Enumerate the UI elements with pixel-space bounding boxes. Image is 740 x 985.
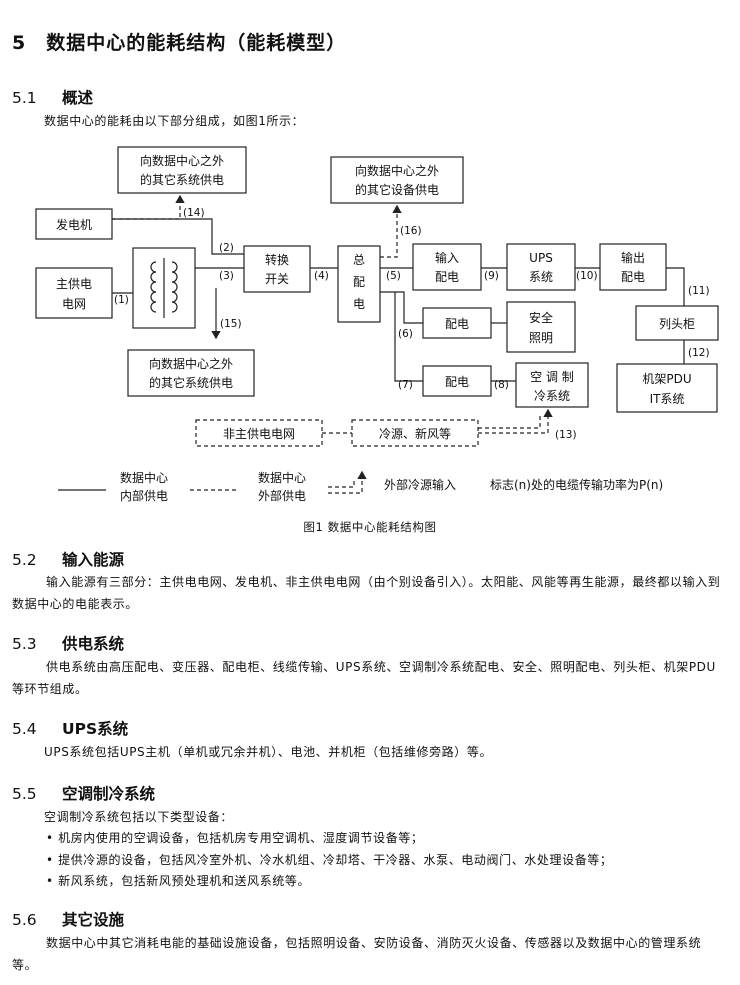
- ac-cooling-box: [515, 362, 589, 408]
- label-4: (4): [314, 270, 329, 282]
- transfer-switch-line1: 转换: [265, 252, 289, 267]
- label-5: (5): [386, 270, 401, 282]
- label-3: (3): [219, 270, 234, 282]
- label-1: (1): [114, 294, 129, 306]
- line-13-double: [478, 416, 541, 429]
- dist-2-label: 配电: [445, 375, 469, 389]
- non-main-grid-box: [195, 419, 323, 447]
- input-dist-line2: 配电: [435, 270, 459, 284]
- section-5-1-intro: 数据中心的能耗由以下部分组成，如图1所示：: [44, 114, 305, 128]
- line-13: [478, 408, 553, 434]
- column-cabinet-box: [635, 305, 719, 341]
- column-cabinet-label: 列头柜: [659, 317, 695, 331]
- line-7: [394, 292, 423, 382]
- safety-lighting-line1: 安全: [529, 310, 553, 325]
- legend-external-line1: 数据中心: [258, 470, 306, 485]
- label-7: (7): [398, 379, 413, 391]
- label-12: (12): [688, 347, 710, 359]
- label-9: (9): [484, 270, 499, 282]
- transformer-icon: [150, 258, 178, 318]
- legend-internal-line1: 数据中心: [120, 470, 168, 485]
- ups-line1: UPS: [529, 251, 553, 265]
- main-dist-line1: 总: [353, 253, 365, 267]
- input-distribution-box: [412, 243, 482, 291]
- label-15: (15): [220, 318, 242, 330]
- main-dist-line3: 电: [353, 297, 365, 311]
- non-main-grid-label: 非主供电电网: [223, 427, 295, 441]
- line-11: [666, 267, 685, 306]
- page-title: 5 数据中心的能耗结构（能耗模型）: [12, 32, 347, 54]
- list-item: 机房内使用的空调设备，包括机房专用空调机、湿度调节设备等；: [46, 828, 613, 850]
- legend-internal-line2: 内部供电: [120, 488, 168, 503]
- ext-supply-3-line1: 向数据中心之外: [149, 356, 233, 371]
- label-10: (10): [576, 270, 598, 282]
- legend-note: 标志(n)处的电缆传输功率为P(n): [490, 477, 663, 492]
- cooling-source-label: 冷源、新风等: [379, 426, 451, 441]
- ups-line2: 系统: [529, 270, 553, 284]
- generator-box: [35, 208, 113, 240]
- ext-supply-2-line2: 的其它设备供电: [355, 182, 439, 197]
- section-5-5-intro: 空调制冷系统包括以下类型设备：: [44, 810, 234, 824]
- legend-external-line2: 外部供电: [258, 488, 306, 503]
- energy-structure-diagram: 向数据中心之外 的其它系统供电 向数据中心之外 的其它设备供电 发电机 主供电 …: [35, 146, 719, 503]
- figure-caption: 图1 数据中心能耗结构图: [303, 520, 437, 534]
- external-supply-box-3: [127, 349, 255, 397]
- distribution-box-2: [422, 365, 492, 397]
- rack-pdu-line2: IT系统: [650, 392, 685, 406]
- section-5-4-text: UPS系统包括UPS主机（单机或冗余并机）、电池、并机柜（包括维修旁路）等。: [44, 745, 493, 759]
- section-5-6-text: 数据中心中其它消耗电能的基础设施设备，包括照明设备、安防设备、消防灭火设备、传感…: [12, 936, 702, 972]
- main-dist-line2: 配: [353, 275, 365, 289]
- main-grid-line2: 电网: [62, 297, 86, 311]
- output-dist-line1: 输出: [621, 250, 645, 265]
- dist-1-label: 配电: [445, 317, 469, 331]
- ac-cooling-line1: 空 调 制: [530, 370, 574, 384]
- safety-lighting-box: [506, 301, 576, 353]
- transfer-switch-line2: 开关: [265, 272, 289, 286]
- ext-supply-1-line2: 的其它系统供电: [140, 172, 224, 187]
- rack-pdu-line1: 机架PDU: [642, 372, 691, 386]
- ext-supply-1-line1: 向数据中心之外: [140, 153, 224, 168]
- label-11: (11): [688, 285, 710, 297]
- main-distribution-box: [337, 245, 381, 323]
- output-distribution-box: [599, 243, 667, 291]
- ups-box: [506, 243, 576, 291]
- legend-cooling-input: 外部冷源输入: [384, 477, 456, 492]
- section-5-5-list: 机房内使用的空调设备，包括机房专用空调机、湿度调节设备等； 提供冷源的设备，包括…: [46, 828, 613, 893]
- external-supply-box-1: [117, 146, 247, 194]
- ext-supply-3-line2: 的其它系统供电: [149, 375, 233, 390]
- line-16: [380, 204, 402, 258]
- label-13: (13): [555, 429, 577, 441]
- ext-supply-2-line1: 向数据中心之外: [355, 163, 439, 178]
- label-8: (8): [494, 379, 509, 391]
- generator-label: 发电机: [56, 217, 92, 232]
- label-14: (14): [183, 207, 205, 219]
- ac-cooling-line2: 冷系统: [534, 389, 570, 403]
- list-item: 提供冷源的设备，包括风冷室外机、冷水机组、冷却塔、干冷器、水泵、电动阀门、水处理…: [46, 850, 613, 872]
- line-14: [112, 194, 185, 220]
- output-dist-line2: 配电: [621, 270, 645, 284]
- safety-lighting-line2: 照明: [529, 331, 553, 345]
- main-grid-line1: 主供电: [56, 277, 92, 291]
- input-dist-line1: 输入: [435, 250, 459, 265]
- section-5-3-text: 供电系统由高压配电、变压器、配电柜、线缆传输、UPS系统、空调制冷系统配电、安全…: [12, 660, 716, 696]
- label-6: (6): [398, 328, 413, 340]
- legend-cooling-arrow-icon: [328, 470, 367, 494]
- section-5-2-text: 输入能源有三部分：主供电电网、发电机、非主供电电网（由个别设备引入）。太阳能、风…: [12, 575, 721, 611]
- list-item: 新风系统，包括新风预处理机和送风系统等。: [46, 871, 613, 893]
- line-6: [380, 291, 423, 324]
- rack-pdu-box: [616, 363, 718, 413]
- label-2: (2): [219, 242, 234, 254]
- transfer-switch-box: [243, 245, 311, 293]
- external-supply-box-2: [330, 156, 464, 204]
- label-16: (16): [400, 225, 422, 237]
